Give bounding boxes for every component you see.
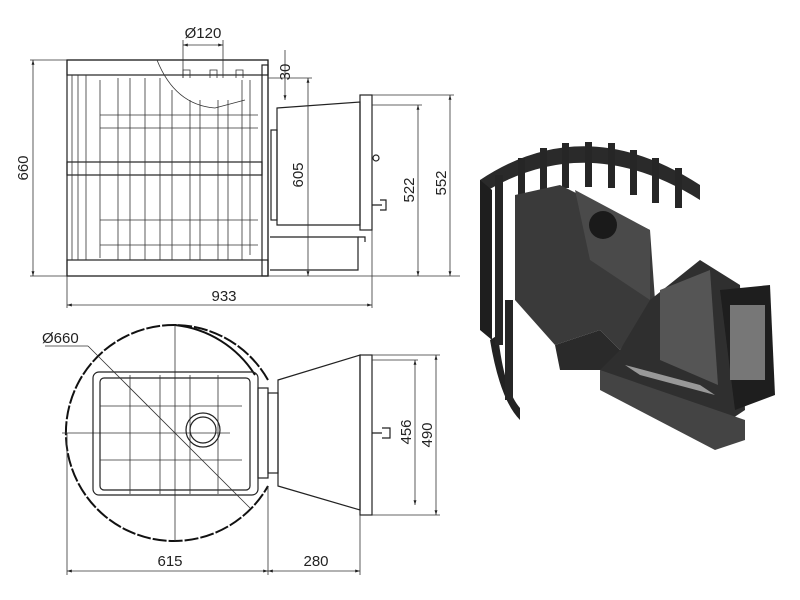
dim-firebox-height: 605 bbox=[290, 162, 307, 187]
dim-total-height: 660 bbox=[15, 155, 32, 180]
side-view: Ø120 30 660 605 522 552 933 bbox=[15, 25, 460, 308]
dim-flue-offset: 30 bbox=[277, 64, 294, 81]
dim-door-inner-height: 522 bbox=[401, 177, 418, 202]
dim-door-inner-width: 456 bbox=[398, 419, 415, 444]
dim-door-outer-height: 552 bbox=[433, 170, 450, 195]
dim-total-length: 933 bbox=[211, 288, 236, 305]
dim-tunnel-length: 280 bbox=[303, 553, 328, 570]
dim-grille-diameter: Ø660 bbox=[42, 330, 79, 347]
dim-flue-diameter: Ø120 bbox=[185, 25, 222, 42]
dim-door-outer-width: 490 bbox=[419, 422, 436, 447]
grille-bars bbox=[71, 59, 258, 260]
grille-bars-3d bbox=[495, 142, 682, 400]
top-view: Ø660 456 490 615 280 bbox=[42, 324, 440, 575]
top-grille bbox=[45, 345, 251, 509]
stove-3d-render bbox=[480, 142, 775, 450]
dim-body-length: 615 bbox=[157, 553, 182, 570]
